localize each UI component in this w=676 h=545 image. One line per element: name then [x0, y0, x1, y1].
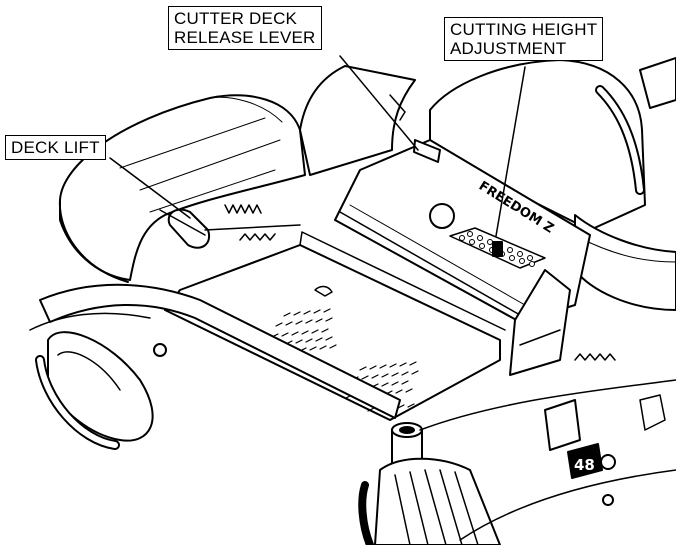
leader-lines	[109, 55, 526, 237]
seat	[299, 57, 676, 231]
left-fender	[58, 94, 306, 283]
deck-size-decal: 48	[567, 443, 603, 479]
cutting-height-label-line2: ADJUSTMENT	[450, 39, 567, 58]
release-lever-label-line2: RELEASE LEVER	[174, 28, 316, 47]
deck-lift-leader	[109, 157, 191, 219]
release-lever	[389, 94, 441, 163]
release-lever-leader	[339, 55, 419, 151]
cutting-height-leader	[495, 66, 526, 237]
right-caster-wheel	[358, 422, 501, 545]
lift-arm-bracket	[509, 269, 666, 506]
deck-lift-callout: DECK LIFT	[5, 135, 106, 160]
release-lever-label-line1: CUTTER DECK	[174, 9, 298, 28]
svg-text:48: 48	[574, 456, 595, 474]
step-plate	[164, 231, 506, 421]
deck-body	[419, 379, 676, 541]
cutting-height-label-line1: CUTTING HEIGHT	[450, 20, 598, 39]
right-fender	[574, 214, 676, 311]
deck-lift-lever	[159, 204, 301, 249]
deck-lift-label: DECK LIFT	[11, 138, 100, 157]
front-axle	[29, 283, 401, 419]
release-lever-callout: CUTTER DECK RELEASE LEVER	[168, 6, 322, 50]
cutting-height-callout: CUTTING HEIGHT ADJUSTMENT	[444, 17, 604, 61]
left-caster-wheel	[35, 331, 154, 450]
